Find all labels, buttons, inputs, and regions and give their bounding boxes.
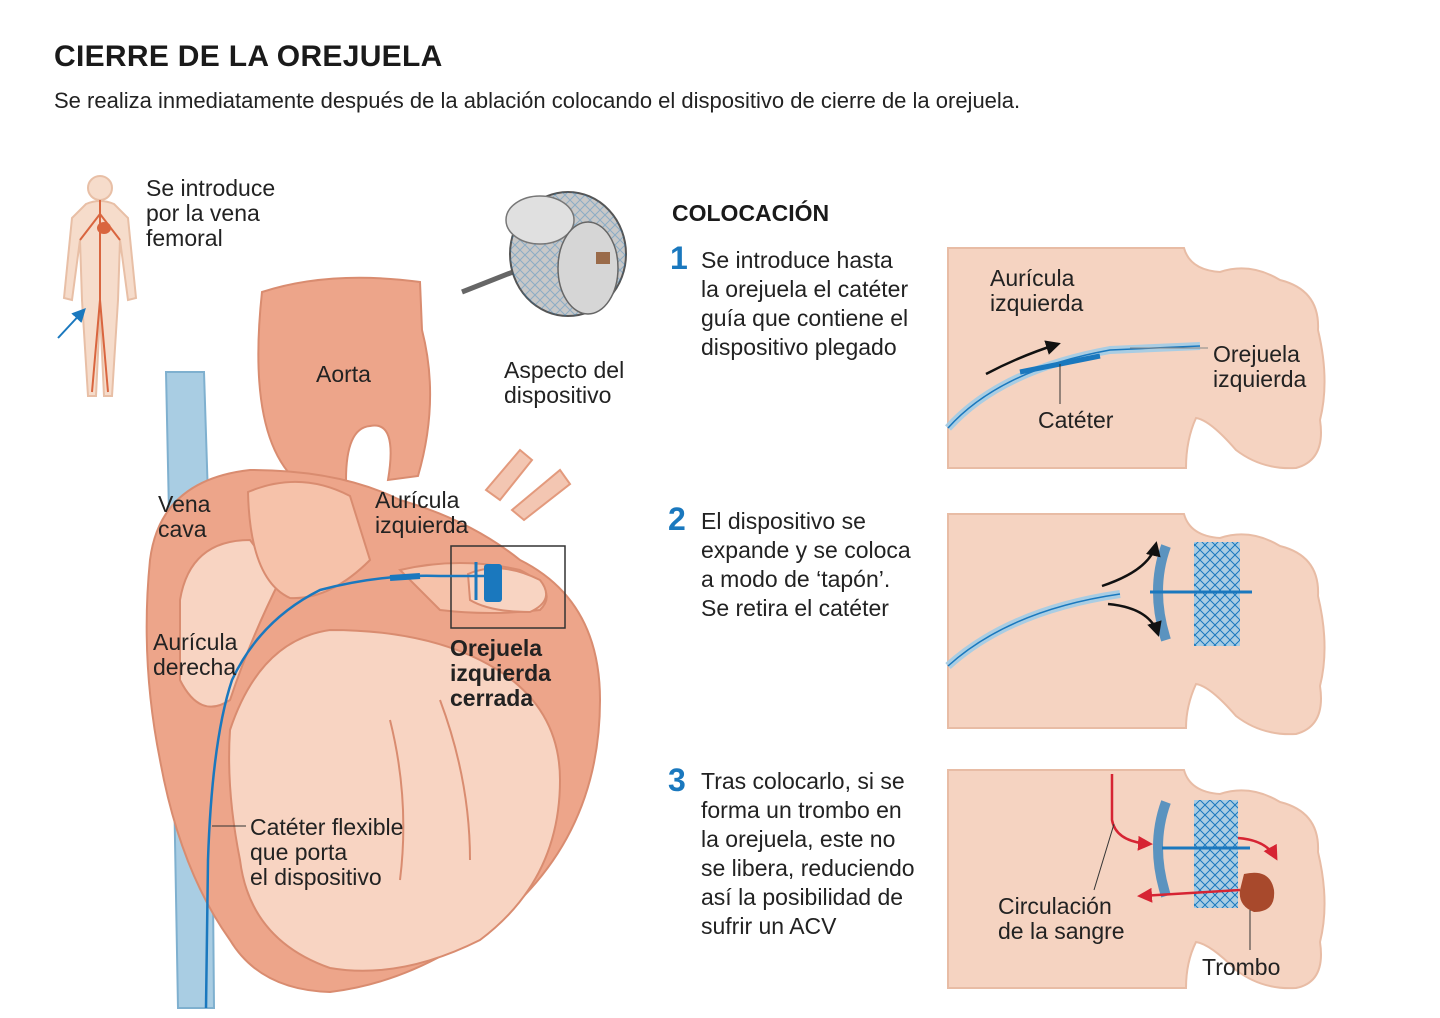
step-2-panel — [945, 513, 1326, 736]
step-1-panel — [945, 247, 1326, 470]
step-2-text: El dispositivo se expande y se coloca a … — [701, 508, 911, 621]
femoral-vein-label: Se introduce por la vena femoral — [146, 175, 276, 251]
step-1-text: Se introduce hasta la orejuela el catéte… — [701, 247, 909, 360]
device-appearance-label: Aspecto del dispositivo — [504, 357, 625, 408]
left-atrium-label: Aurícula izquierda — [375, 487, 469, 538]
step-1-catheter-label: Catéter — [1038, 407, 1114, 433]
placement-title: COLOCACIÓN — [672, 200, 830, 226]
device-image — [461, 191, 627, 317]
vena-cava-label: Vena cava — [158, 491, 211, 542]
aorta — [257, 276, 432, 486]
step-1-appendage-label: Orejuela izquierda — [1213, 341, 1307, 392]
pulmonary-vessels — [484, 448, 572, 522]
step-1-number: 1 — [670, 240, 688, 276]
thrombus-label: Trombo — [1202, 954, 1281, 980]
blood-circulation-label: Circulación de la sangre — [998, 893, 1125, 944]
appendage-highlight-box — [450, 545, 566, 629]
step-3-number: 3 — [668, 762, 686, 798]
step-2-number: 2 — [668, 501, 686, 537]
page-title: CIERRE DE LA OREJUELA — [54, 40, 443, 73]
closed-appendage-label: Orejuela izquierda cerrada — [450, 635, 551, 711]
aorta-label: Aorta — [316, 361, 371, 387]
right-atrium-label: Aurícula derecha — [153, 629, 238, 680]
page-subtitle: Se realiza inmediatamente después de la … — [54, 88, 1021, 113]
step-1-atrium-label: Aurícula izquierda — [990, 265, 1084, 316]
body-silhouette — [57, 175, 138, 397]
heart-catheter — [204, 574, 488, 1009]
step-3-text: Tras colocarlo, si se forma un trombo en… — [701, 768, 915, 939]
flexible-catheter-label: Catéter flexible que porta el dispositiv… — [250, 814, 404, 890]
step-3-panel — [947, 769, 1326, 990]
